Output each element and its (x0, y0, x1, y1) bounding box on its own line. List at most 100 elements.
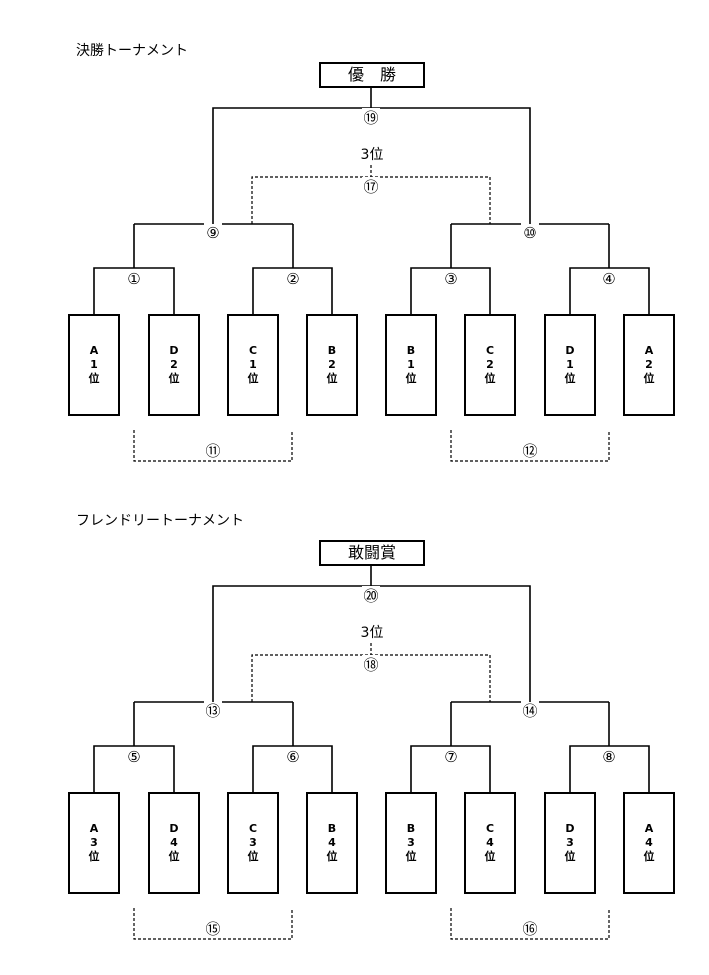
team-label-char: 3 (90, 836, 98, 849)
match-number-round1: ⑦ (444, 748, 457, 766)
match-number-consolation: ⑪ (205, 442, 220, 460)
match-number-round1: ④ (602, 270, 615, 288)
champion-box: 優 勝 (319, 62, 425, 88)
match-number-round1-bg (125, 747, 143, 765)
match-number-round1: ② (286, 270, 299, 288)
team-label-char: D (565, 344, 575, 357)
team-label-char: 位 (405, 850, 417, 863)
team-label-char: A (89, 822, 99, 835)
match-number-semifinal-bg (204, 701, 222, 719)
match-number-semifinal: ⑩ (523, 224, 536, 242)
match-number-third-place: ⑰ (363, 178, 378, 196)
match-number-round1: ⑥ (286, 748, 299, 766)
team-label-char: 位 (643, 372, 655, 385)
match-number-round1-bg (600, 747, 618, 765)
team-label-char: 1 (566, 358, 574, 371)
team-label-char: B (327, 822, 337, 835)
team-label-char: 2 (170, 358, 178, 371)
team-label-char: 位 (168, 372, 180, 385)
team-label-char: 3 (249, 836, 257, 849)
match-number-final-bg (362, 586, 380, 604)
match-number-consolation-bg (521, 441, 539, 459)
match-number-third-place-bg (362, 177, 380, 195)
match-number-round1-bg (442, 269, 460, 287)
team-label-char: D (565, 822, 575, 835)
team-label-char: 4 (645, 836, 653, 849)
section-title-final-tournament: 決勝トーナメント (76, 43, 188, 59)
team-label-char: 1 (90, 358, 98, 371)
team-label-char: 位 (564, 372, 576, 385)
team-label-char: 位 (247, 850, 259, 863)
team-label-char: A (644, 344, 654, 357)
team-label-char: 位 (326, 850, 338, 863)
match-number-final-bg (362, 108, 380, 126)
team-label-char: 2 (645, 358, 653, 371)
match-number-round1: ⑤ (127, 748, 140, 766)
match-number-round1: ⑧ (602, 748, 615, 766)
team-label-char: 位 (643, 850, 655, 863)
team-label-char: 4 (486, 836, 494, 849)
match-number-semifinal-bg (204, 223, 222, 241)
team-label-char: C (248, 344, 258, 357)
match-number-round1: ① (127, 270, 140, 288)
team-label-char: B (406, 344, 416, 357)
consolation-bracket-line (450, 908, 610, 940)
match-number-consolation: ⑮ (205, 920, 220, 938)
section-title-friendly-tournament: フレンドリートーナメント (76, 513, 244, 529)
match-number-round1-bg (442, 747, 460, 765)
team-label-char: 4 (170, 836, 178, 849)
match-number-semifinal: ⑬ (205, 702, 220, 720)
team-label-char: 位 (326, 372, 338, 385)
team-label-char: 2 (328, 358, 336, 371)
team-label-char: C (485, 822, 495, 835)
team-label-char: 位 (484, 850, 496, 863)
team-label-char: 位 (247, 372, 259, 385)
match-number-consolation-bg (521, 919, 539, 937)
match-number-semifinal: ⑭ (522, 702, 537, 720)
match-number-final: ⑳ (363, 587, 378, 605)
match-number-semifinal-bg (521, 701, 539, 719)
team-label-char: B (327, 344, 337, 357)
match-number-consolation-bg (204, 919, 222, 937)
team-label-char: 位 (484, 372, 496, 385)
team-label-char: D (169, 822, 179, 835)
match-number-round1-bg (600, 269, 618, 287)
team-label-char: 3 (566, 836, 574, 849)
third-place-label: 3位 (361, 147, 384, 163)
match-number-round1-bg (284, 269, 302, 287)
team-label-char: 1 (407, 358, 415, 371)
team-label-char: 位 (405, 372, 417, 385)
team-label-char: B (406, 822, 416, 835)
match-number-semifinal: ⑨ (206, 224, 219, 242)
team-label-char: 3 (407, 836, 415, 849)
match-number-semifinal-bg (521, 223, 539, 241)
team-label-char: D (169, 344, 179, 357)
team-label-char: 位 (88, 372, 100, 385)
team-label-char: 4 (328, 836, 336, 849)
third-place-label: 3位 (361, 625, 384, 641)
team-label-char: C (485, 344, 495, 357)
match-number-round1-bg (125, 269, 143, 287)
team-label-char: 2 (486, 358, 494, 371)
team-label-char: 位 (564, 850, 576, 863)
team-label-char: 位 (168, 850, 180, 863)
team-label-char: 1 (249, 358, 257, 371)
match-number-round1: ③ (444, 270, 457, 288)
fighting-spirit-award-box: 敢闘賞 (319, 540, 425, 566)
